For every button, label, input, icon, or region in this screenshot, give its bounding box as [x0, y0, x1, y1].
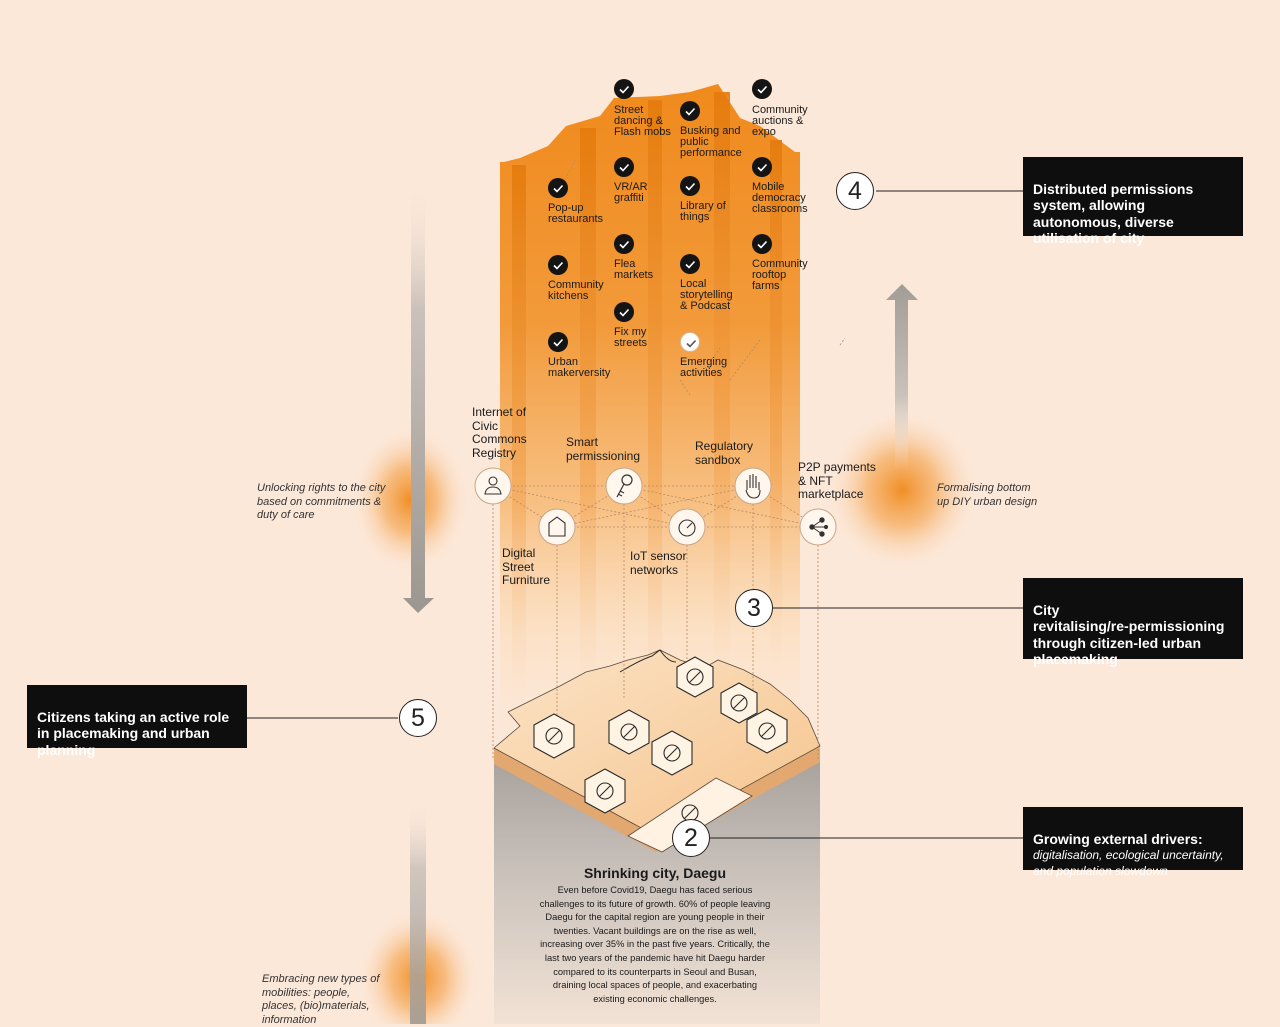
node-iot-sensor-networks [668, 508, 706, 546]
arrow-up [886, 284, 918, 470]
vacant-marker [676, 656, 714, 698]
activity-label: Pop-up restaurants [548, 202, 604, 225]
callout-box-5: Citizens taking an active role in placem… [27, 685, 247, 758]
share-network-icon [809, 517, 829, 537]
arrow-bottom-left [410, 800, 426, 1024]
infra-label-regulatory-sandbox: Regulatory sandbox [695, 439, 754, 467]
annotation-unlocking-rights: Unlocking rights to the city based on co… [257, 482, 386, 521]
annotation-mobilities: Embracing new types of mobilities: peopl… [262, 973, 380, 1026]
check-icon [680, 101, 700, 121]
activity-label: Library of things [680, 200, 726, 223]
check-icon [680, 254, 700, 274]
node-p2p-payments [799, 508, 837, 546]
infra-label-p2p-payments: P2P payments & NFT marketplace [798, 460, 876, 501]
callout-box-2-subtext: digitalisation, ecological uncertainty, … [1033, 848, 1224, 878]
check-icon [680, 176, 700, 196]
callout-box-4: Distributed permissions system, allowing… [1023, 157, 1243, 246]
activity-label: Fix my streets [614, 326, 648, 349]
glow-left-top [350, 425, 470, 575]
infra-label-digital-street-furniture: Digital Street Furniture [502, 546, 551, 587]
node-civic-registry [474, 467, 512, 505]
callout-box-2-text: Growing external drivers: [1033, 830, 1203, 847]
node-digital-street-furniture [538, 508, 576, 546]
activity-label: Street dancing & Flash mobs [614, 104, 671, 138]
caption-body: Even before Covid19, Daegu has faced ser… [539, 885, 771, 1004]
callout-box-4-text: Distributed permissions system, allowing… [1033, 180, 1194, 247]
callout-box-3-text: City revitalising/re-permissioning throu… [1033, 601, 1225, 668]
annotation-formalising: Formalising bottom up DIY urban design [937, 482, 1038, 508]
callout-box-5-text: Citizens taking an active role in placem… [37, 708, 230, 758]
activity-label: Flea markets [614, 258, 654, 281]
callout-number-5: 5 [399, 699, 437, 737]
vacant-marker [651, 730, 693, 776]
gauge-icon [678, 519, 696, 537]
activity-label: Busking and public performance [680, 125, 742, 159]
callout-number-3: 3 [735, 589, 773, 627]
check-icon [614, 157, 634, 177]
city-caption: Shrinking city, Daegu Even before Covid1… [536, 865, 774, 1006]
arrow-down [403, 180, 470, 613]
vacant-marker [746, 708, 788, 754]
check-icon [752, 234, 772, 254]
callout-lines [246, 190, 1023, 839]
activity-label: Community rooftop farms [752, 258, 808, 292]
callout-number-4: 4 [836, 172, 874, 210]
house-icon [548, 516, 566, 537]
person-icon [484, 476, 502, 495]
infra-nodes [474, 467, 837, 546]
vacant-marker [608, 709, 650, 755]
check-icon [752, 79, 772, 99]
callout-box-3: City revitalising/re-permissioning throu… [1023, 578, 1243, 667]
check-icon [548, 332, 568, 352]
node-regulatory-sandbox [734, 467, 772, 505]
glow-right [824, 408, 980, 572]
tower-stripes [512, 92, 782, 740]
hand-icon [745, 474, 761, 499]
key-icon [616, 474, 633, 498]
activity-label: Mobile democracy classrooms [752, 181, 808, 215]
check-icon [752, 157, 772, 177]
activity-label: VR/AR graffiti [614, 181, 648, 204]
vacant-marker [533, 713, 575, 759]
check-icon [614, 302, 634, 322]
activity-label: Community kitchens [548, 279, 604, 302]
check-icon [680, 332, 700, 352]
infra-label-iot-sensor-networks: IoT sensor networks [630, 549, 687, 577]
caption-title: Shrinking city, Daegu [583, 865, 727, 881]
node-smart-permissioning [605, 467, 643, 505]
infra-label-smart-permissioning: Smart permissioning [566, 435, 641, 463]
vacant-marker [584, 768, 626, 814]
check-icon [614, 79, 634, 99]
vacant-marker [720, 682, 758, 724]
check-icon [548, 255, 568, 275]
callout-box-2: Growing external drivers: digitalisation… [1023, 807, 1243, 878]
vacant-space-markers [533, 656, 788, 822]
check-icon [548, 178, 568, 198]
check-icon [614, 234, 634, 254]
activity-label: Emerging activities [680, 356, 728, 379]
callout-number-2: 2 [672, 819, 710, 857]
activity-label: Local storytelling & Podcast [680, 278, 733, 312]
infra-label-civic-registry: Internet of Civic Commons Registry [472, 405, 527, 460]
activity-label: Urban makerversity [548, 356, 611, 379]
activity-label: Community auctions & expo [752, 104, 808, 138]
